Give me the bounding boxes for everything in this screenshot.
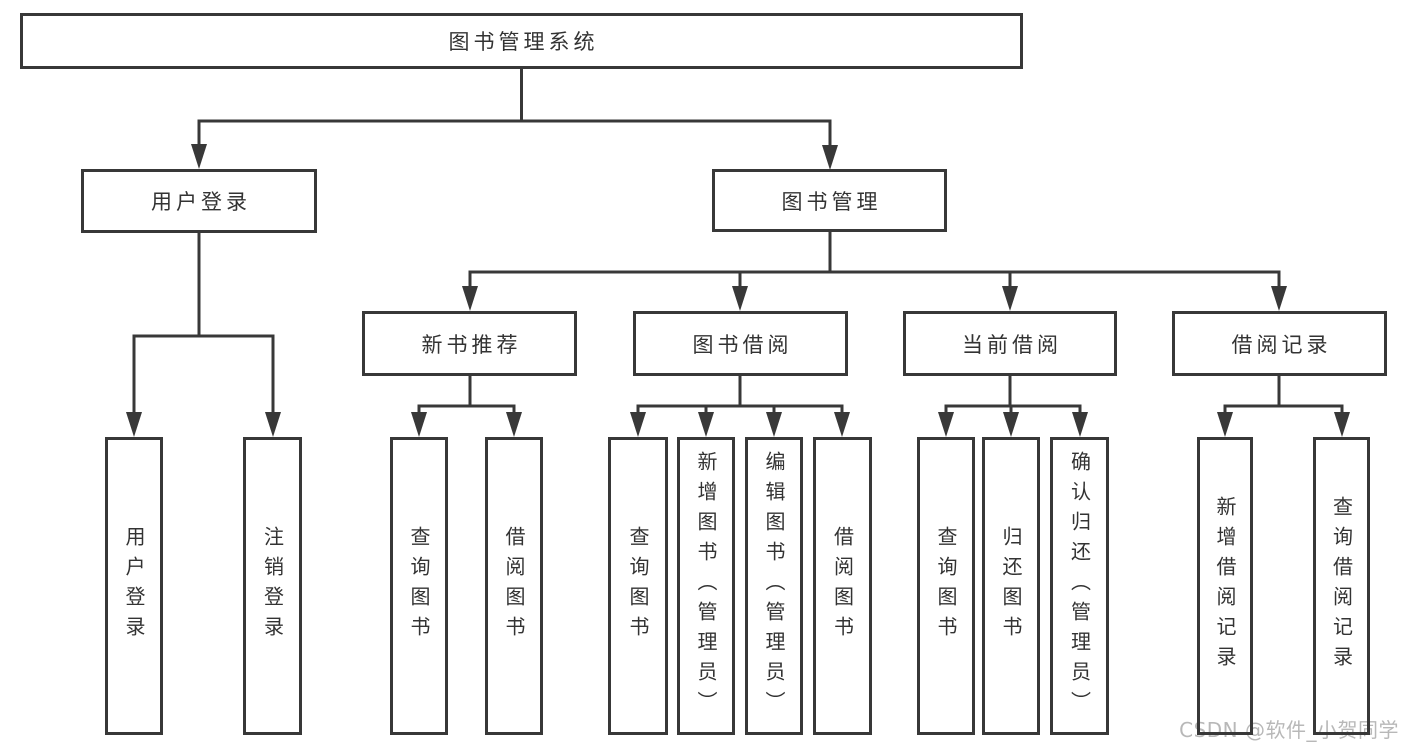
node-root-system: 图书管理系统 [20,13,1023,69]
leaf-confirm-return-admin: 确认归还（管理员） [1050,437,1109,735]
leaf-query-books-borrow: 查询图书 [608,437,668,735]
node-label: 当前借阅 [962,332,1062,357]
leaf-label: 查询图书 [626,526,650,646]
node-label: 图书借阅 [692,332,793,357]
leaf-label: 查询图书 [934,526,958,646]
leaf-label: 新增图书（管理员） [694,451,718,721]
node-root-label: 图书管理系统 [448,30,599,54]
node-label: 图书管理 [781,189,882,214]
leaf-label: 用户登录 [122,526,146,646]
node-user-login-branch: 用户登录 [81,169,317,233]
leaf-borrow-books-recommend: 借阅图书 [485,437,543,735]
leaf-label: 归还图书 [999,526,1023,646]
node-current-borrowing: 当前借阅 [903,311,1117,376]
leaf-label: 借阅图书 [502,526,526,646]
leaf-add-borrow-record: 新增借阅记录 [1197,437,1253,735]
node-label: 新书推荐 [421,332,522,357]
node-book-borrowing: 图书借阅 [633,311,848,376]
leaf-edit-book-admin: 编辑图书（管理员） [745,437,803,735]
leaf-query-books-current: 查询图书 [917,437,975,735]
leaf-logout: 注销登录 [243,437,302,735]
leaf-return-book: 归还图书 [982,437,1040,735]
leaf-label: 编辑图书（管理员） [762,451,786,721]
leaf-query-books-recommend: 查询图书 [390,437,448,735]
node-borrowing-records: 借阅记录 [1172,311,1387,376]
leaf-label: 新增借阅记录 [1213,496,1237,676]
leaf-label: 查询图书 [407,526,431,646]
leaf-label: 查询借阅记录 [1329,496,1354,676]
leaf-borrow-books: 借阅图书 [813,437,872,735]
leaf-label: 注销登录 [260,526,285,646]
node-book-management-branch: 图书管理 [712,169,947,232]
watermark: CSDN @软件_小贺同学 [1179,718,1399,742]
leaf-label: 确认归还（管理员） [1067,451,1092,721]
node-label: 用户登录 [151,190,251,214]
leaf-query-borrow-record: 查询借阅记录 [1313,437,1370,735]
node-label: 借阅记录 [1231,332,1332,357]
leaf-user-login: 用户登录 [105,437,163,735]
leaf-label: 借阅图书 [830,526,855,646]
leaf-add-book-admin: 新增图书（管理员） [677,437,735,735]
node-new-book-recommendation: 新书推荐 [362,311,577,376]
